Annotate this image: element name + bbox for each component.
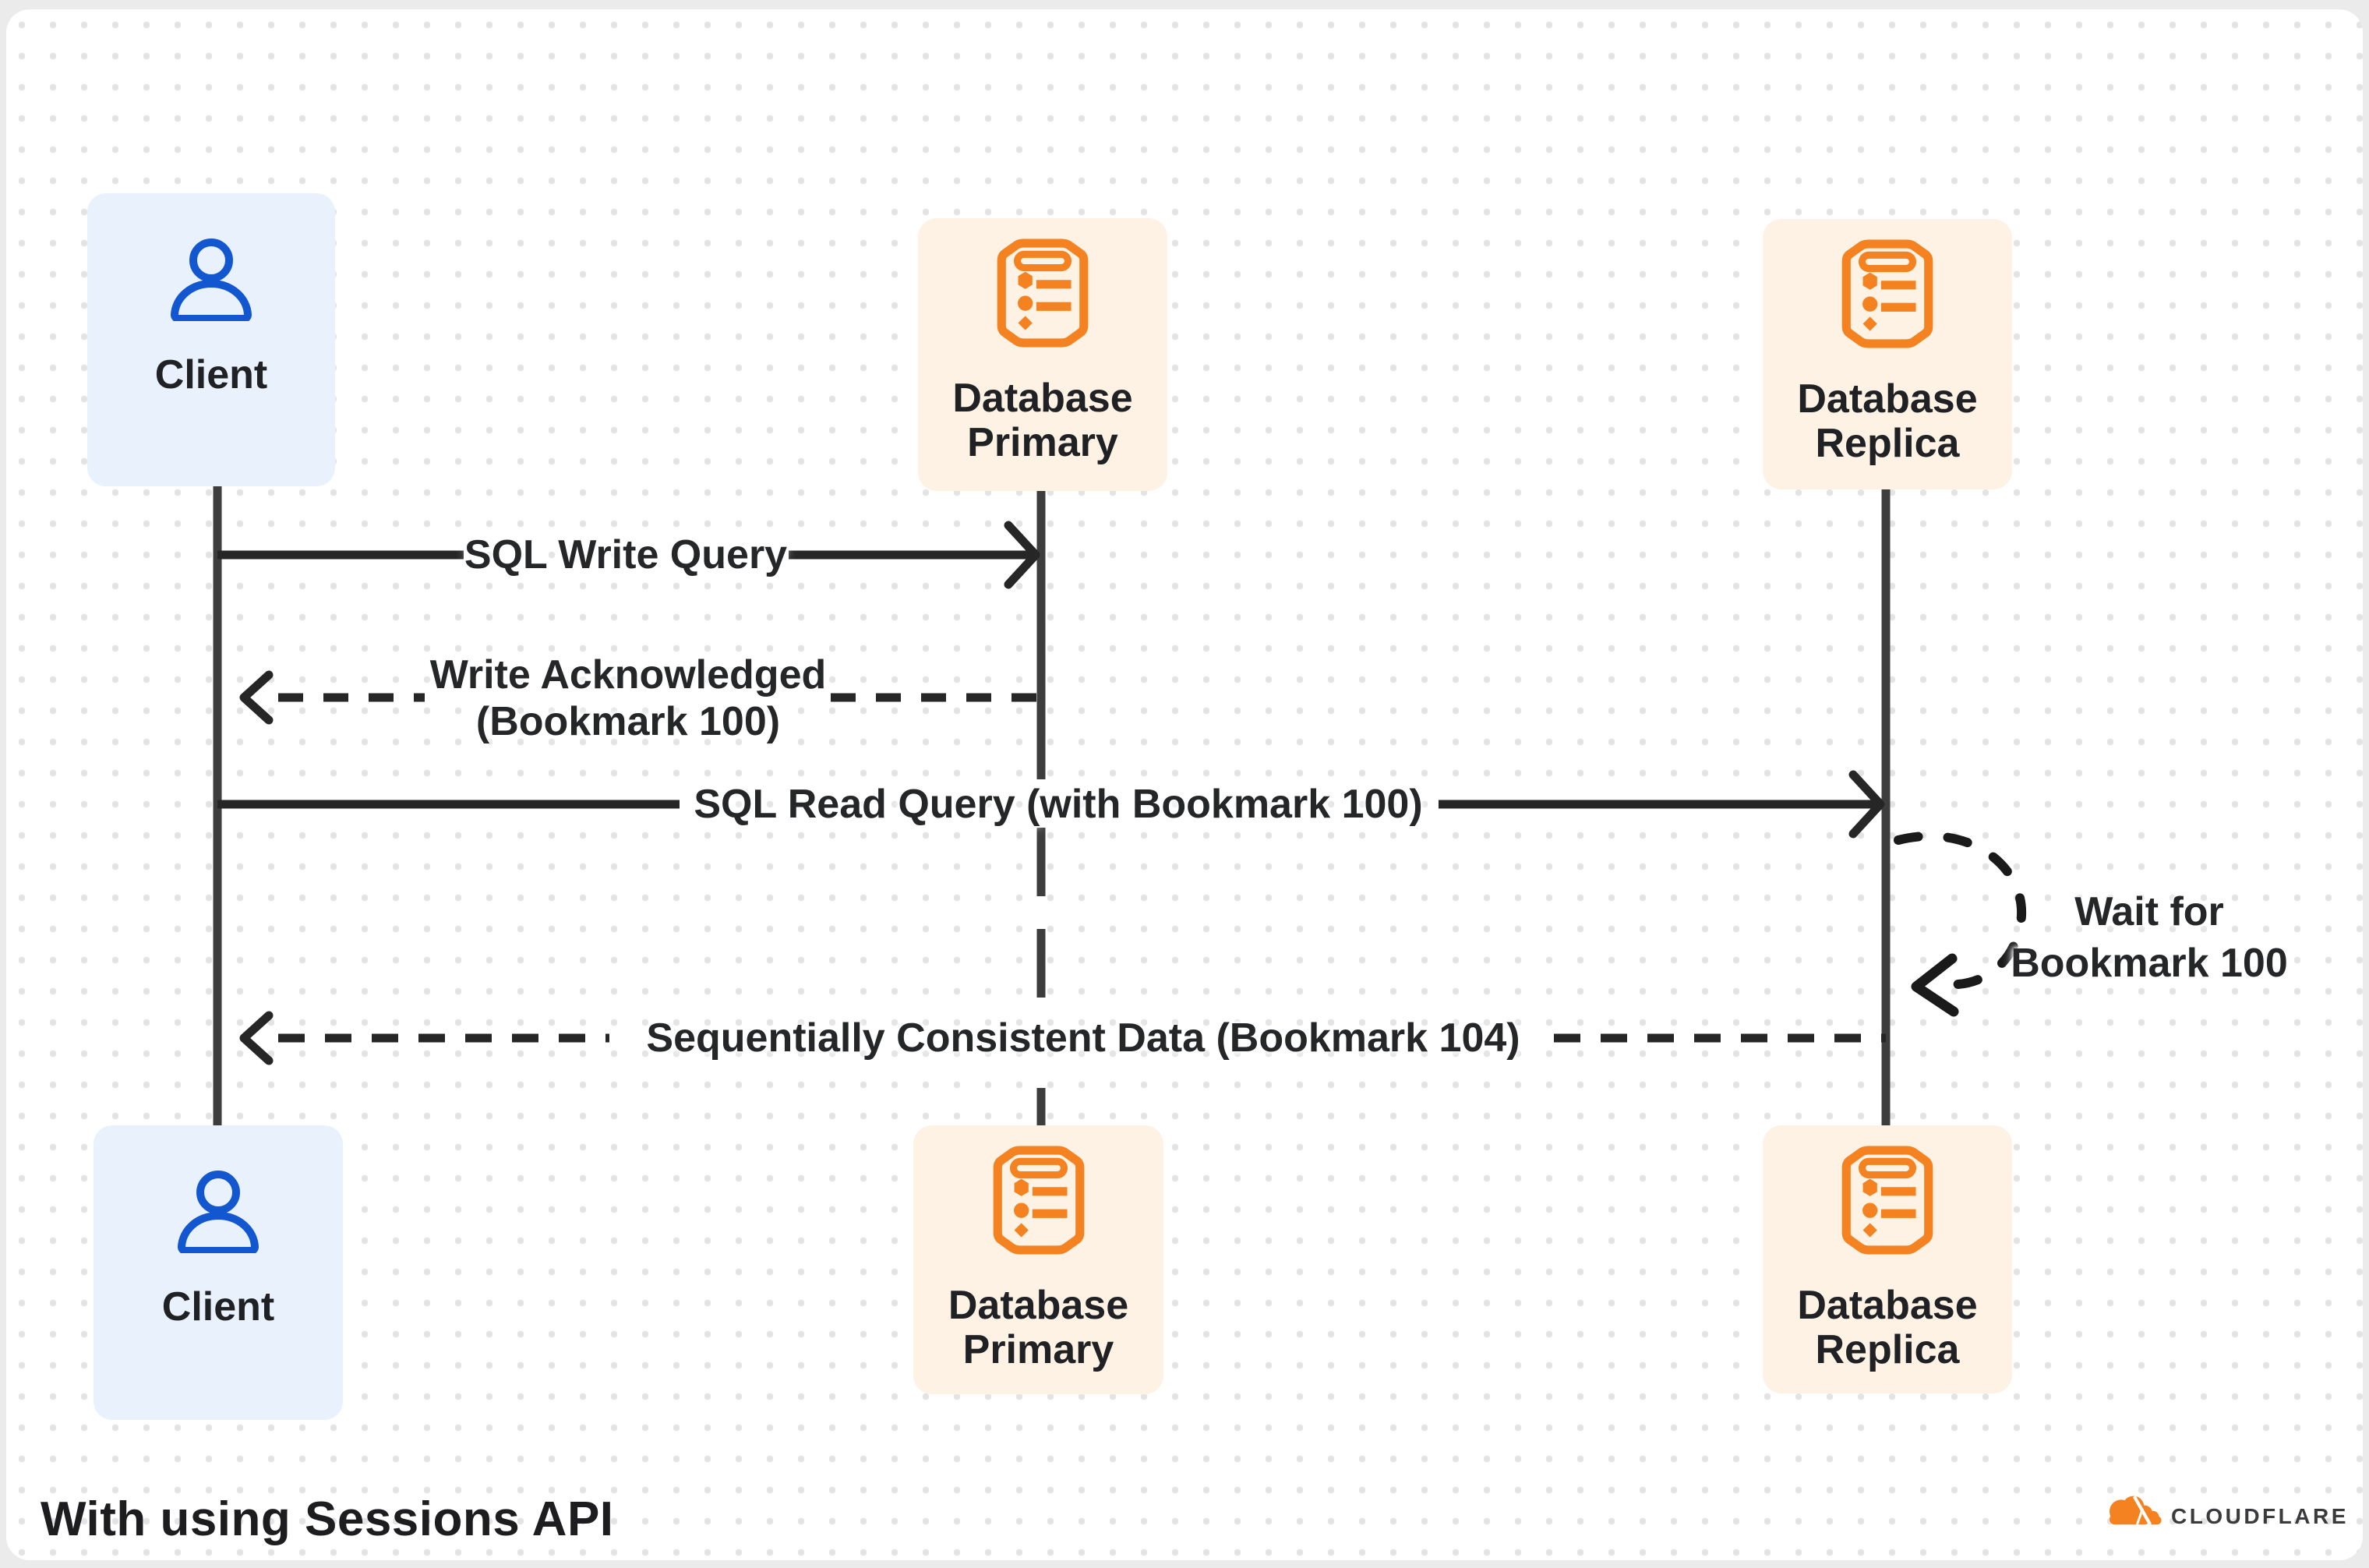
actor-client-bottom: Client (94, 1125, 343, 1420)
wait-loop-arc (1894, 832, 2027, 990)
sequentially-consistent-arrowhead (239, 1011, 274, 1065)
write-acknowledged-arrowhead (239, 670, 274, 725)
actor-client-top: Client (87, 193, 335, 486)
db-primary-bottom-label-line1: Database (948, 1283, 1129, 1328)
db-replica-bottom-label-line1: Database (1797, 1283, 1978, 1328)
db-primary-bottom-label-line2: Primary (962, 1327, 1114, 1372)
actor-client-top-label: Client (154, 352, 268, 397)
message-sql-write-query-label: SQL Write Query (464, 532, 788, 577)
database-icon (1841, 239, 1933, 352)
database-icon (997, 238, 1089, 351)
wait-loop-label-line1: Wait for (2074, 889, 2224, 934)
sql-write-query-arrowhead (1004, 521, 1040, 589)
db-replica-bottom-label-line2: Replica (1815, 1327, 1960, 1372)
cloudflare-wordmark: CLOUDFLARE (2171, 1504, 2349, 1528)
cloudflare-logo: CLOUDFLARE (2102, 1487, 2349, 1535)
message-sequentially-consistent-label: Sequentially Consistent Data (Bookmark 1… (646, 1015, 1520, 1061)
person-icon (178, 1171, 259, 1257)
db-primary-label-line1: Database (952, 376, 1133, 421)
cloudflare-cloud-icon (2102, 1492, 2163, 1531)
message-write-acknowledged-label: Write Acknowledged(Bookmark 100) (430, 652, 827, 745)
person-icon (171, 238, 252, 325)
write-acknowledged-label-line1: Write Acknowledged (429, 652, 827, 697)
diagram-wires (213, 441, 2027, 1125)
database-icon (1841, 1146, 1933, 1259)
db-replica-label-line1: Database (1797, 376, 1978, 422)
db-replica-label-line2: Replica (1815, 421, 1960, 466)
actor-client-bottom-label: Client (161, 1284, 275, 1330)
sql-read-query-arrowhead (1848, 770, 1885, 839)
wait-loop-arrowhead (1911, 953, 1959, 1017)
wait-loop-label-line2: Bookmark 100 (2011, 941, 2288, 986)
write-acknowledged-label-line2: (Bookmark 100) (475, 699, 781, 744)
db-primary-label-line2: Primary (967, 420, 1118, 465)
message-sql-read-query-label: SQL Read Query (with Bookmark 100) (694, 782, 1423, 827)
diagram-title: With using Sessions API (41, 1492, 614, 1546)
database-icon (993, 1146, 1085, 1259)
